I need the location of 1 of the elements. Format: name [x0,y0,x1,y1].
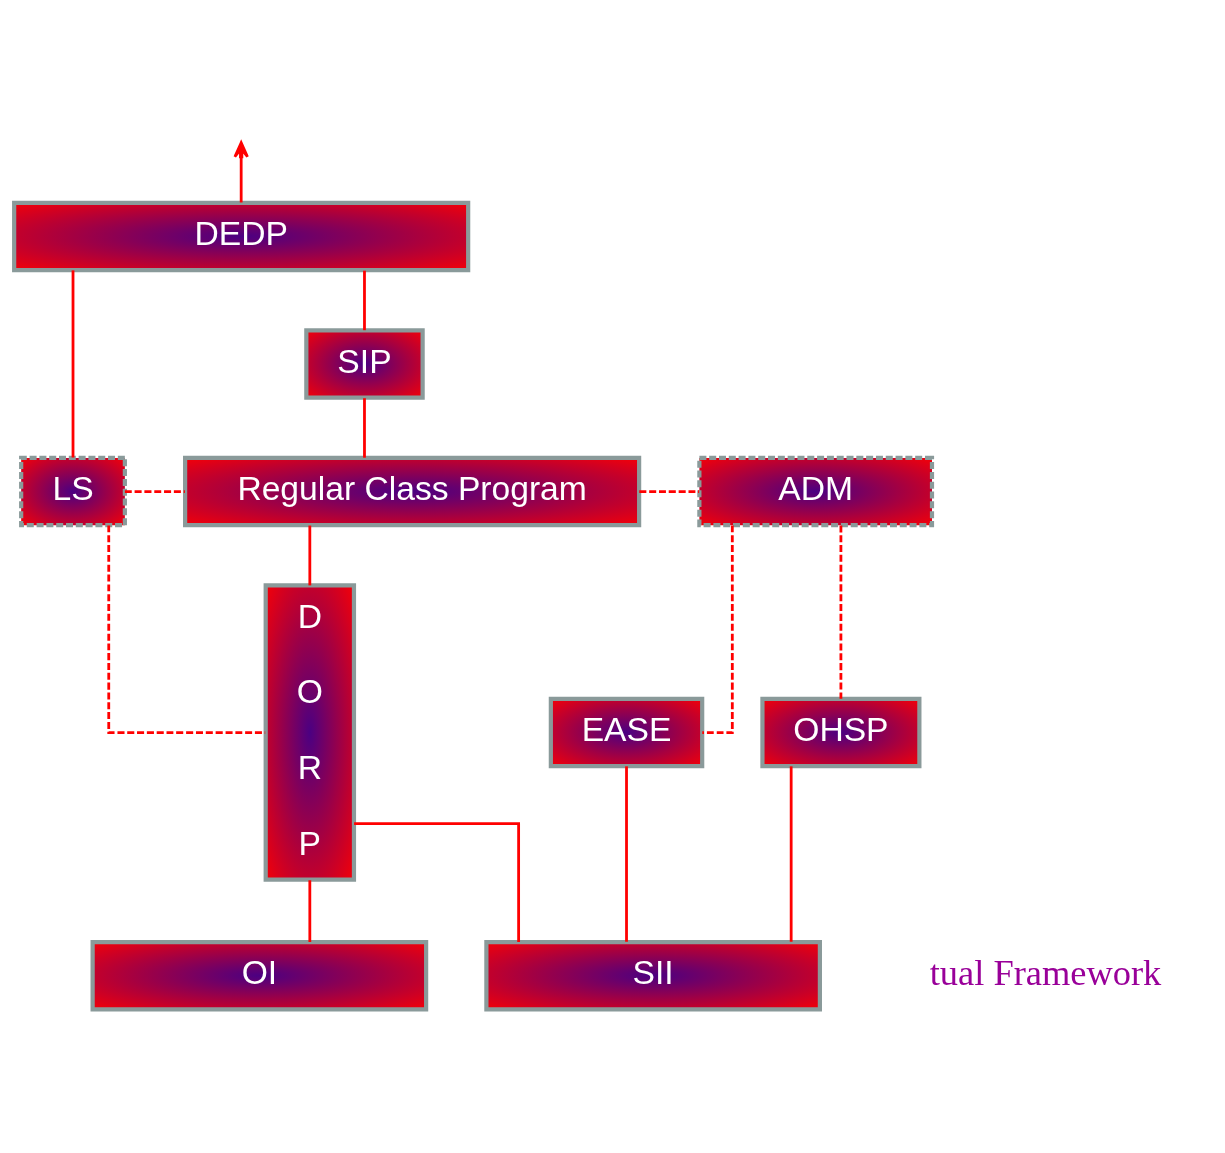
label: tual Framework [929,952,1162,993]
